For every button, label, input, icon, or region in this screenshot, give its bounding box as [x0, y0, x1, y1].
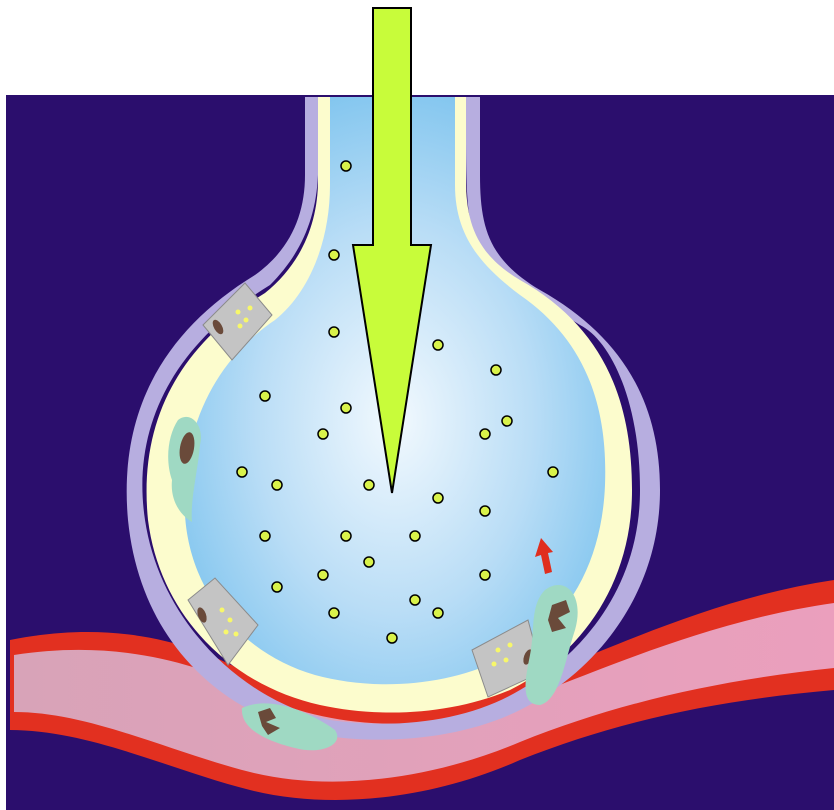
lamellar-body: [228, 618, 233, 623]
particle: [433, 340, 443, 350]
particle: [260, 531, 270, 541]
particle: [502, 416, 512, 426]
particle: [272, 582, 282, 592]
particle: [272, 480, 282, 490]
particle: [318, 429, 328, 439]
lamellar-body: [236, 310, 241, 315]
lamellar-body: [224, 630, 229, 635]
particle: [387, 633, 397, 643]
particle: [480, 506, 490, 516]
particle: [364, 480, 374, 490]
particle: [341, 403, 351, 413]
lamellar-body: [504, 658, 509, 663]
lamellar-body: [244, 318, 249, 323]
particle: [433, 493, 443, 503]
particle: [491, 365, 501, 375]
particle: [318, 570, 328, 580]
lamellar-body: [496, 648, 501, 653]
lamellar-body: [248, 306, 253, 311]
particle: [480, 570, 490, 580]
particle: [329, 327, 339, 337]
particle: [237, 467, 247, 477]
particle: [341, 161, 351, 171]
particle: [329, 608, 339, 618]
particle: [260, 391, 270, 401]
particle: [329, 250, 339, 260]
particle: [548, 467, 558, 477]
lamellar-body: [492, 662, 497, 667]
lamellar-body: [508, 643, 513, 648]
background-top: [0, 0, 834, 95]
lamellar-body: [238, 324, 243, 329]
lamellar-body: [234, 632, 239, 637]
particle: [364, 557, 374, 567]
particle: [410, 595, 420, 605]
particle: [480, 429, 490, 439]
particle: [341, 531, 351, 541]
particle: [433, 608, 443, 618]
lamellar-body: [220, 608, 225, 613]
particle: [410, 531, 420, 541]
